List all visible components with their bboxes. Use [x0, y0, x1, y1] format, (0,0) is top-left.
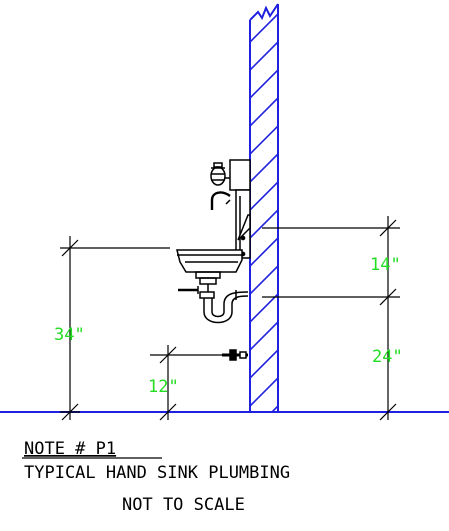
faucet-handle-icon: [210, 166, 226, 186]
dimension-12: 12": [148, 377, 179, 397]
note-line-2: NOT TO SCALE: [122, 495, 245, 515]
dimension-lines: [60, 216, 400, 421]
note-title: NOTE # P1: [24, 439, 116, 459]
wall-section: [249, 3, 279, 412]
note-line-1: TYPICAL HAND SINK PLUMBING: [24, 463, 290, 483]
dimension-14: 14": [370, 255, 401, 275]
dimension-24: 24": [372, 347, 403, 367]
p-trap: [203, 295, 249, 324]
hand-sink-fixture: [176, 159, 251, 361]
faucet-spout-icon: [210, 191, 231, 210]
wall-break-line: [249, 3, 279, 21]
dimension-34: 34": [54, 325, 85, 345]
sink-basin: [176, 249, 243, 273]
